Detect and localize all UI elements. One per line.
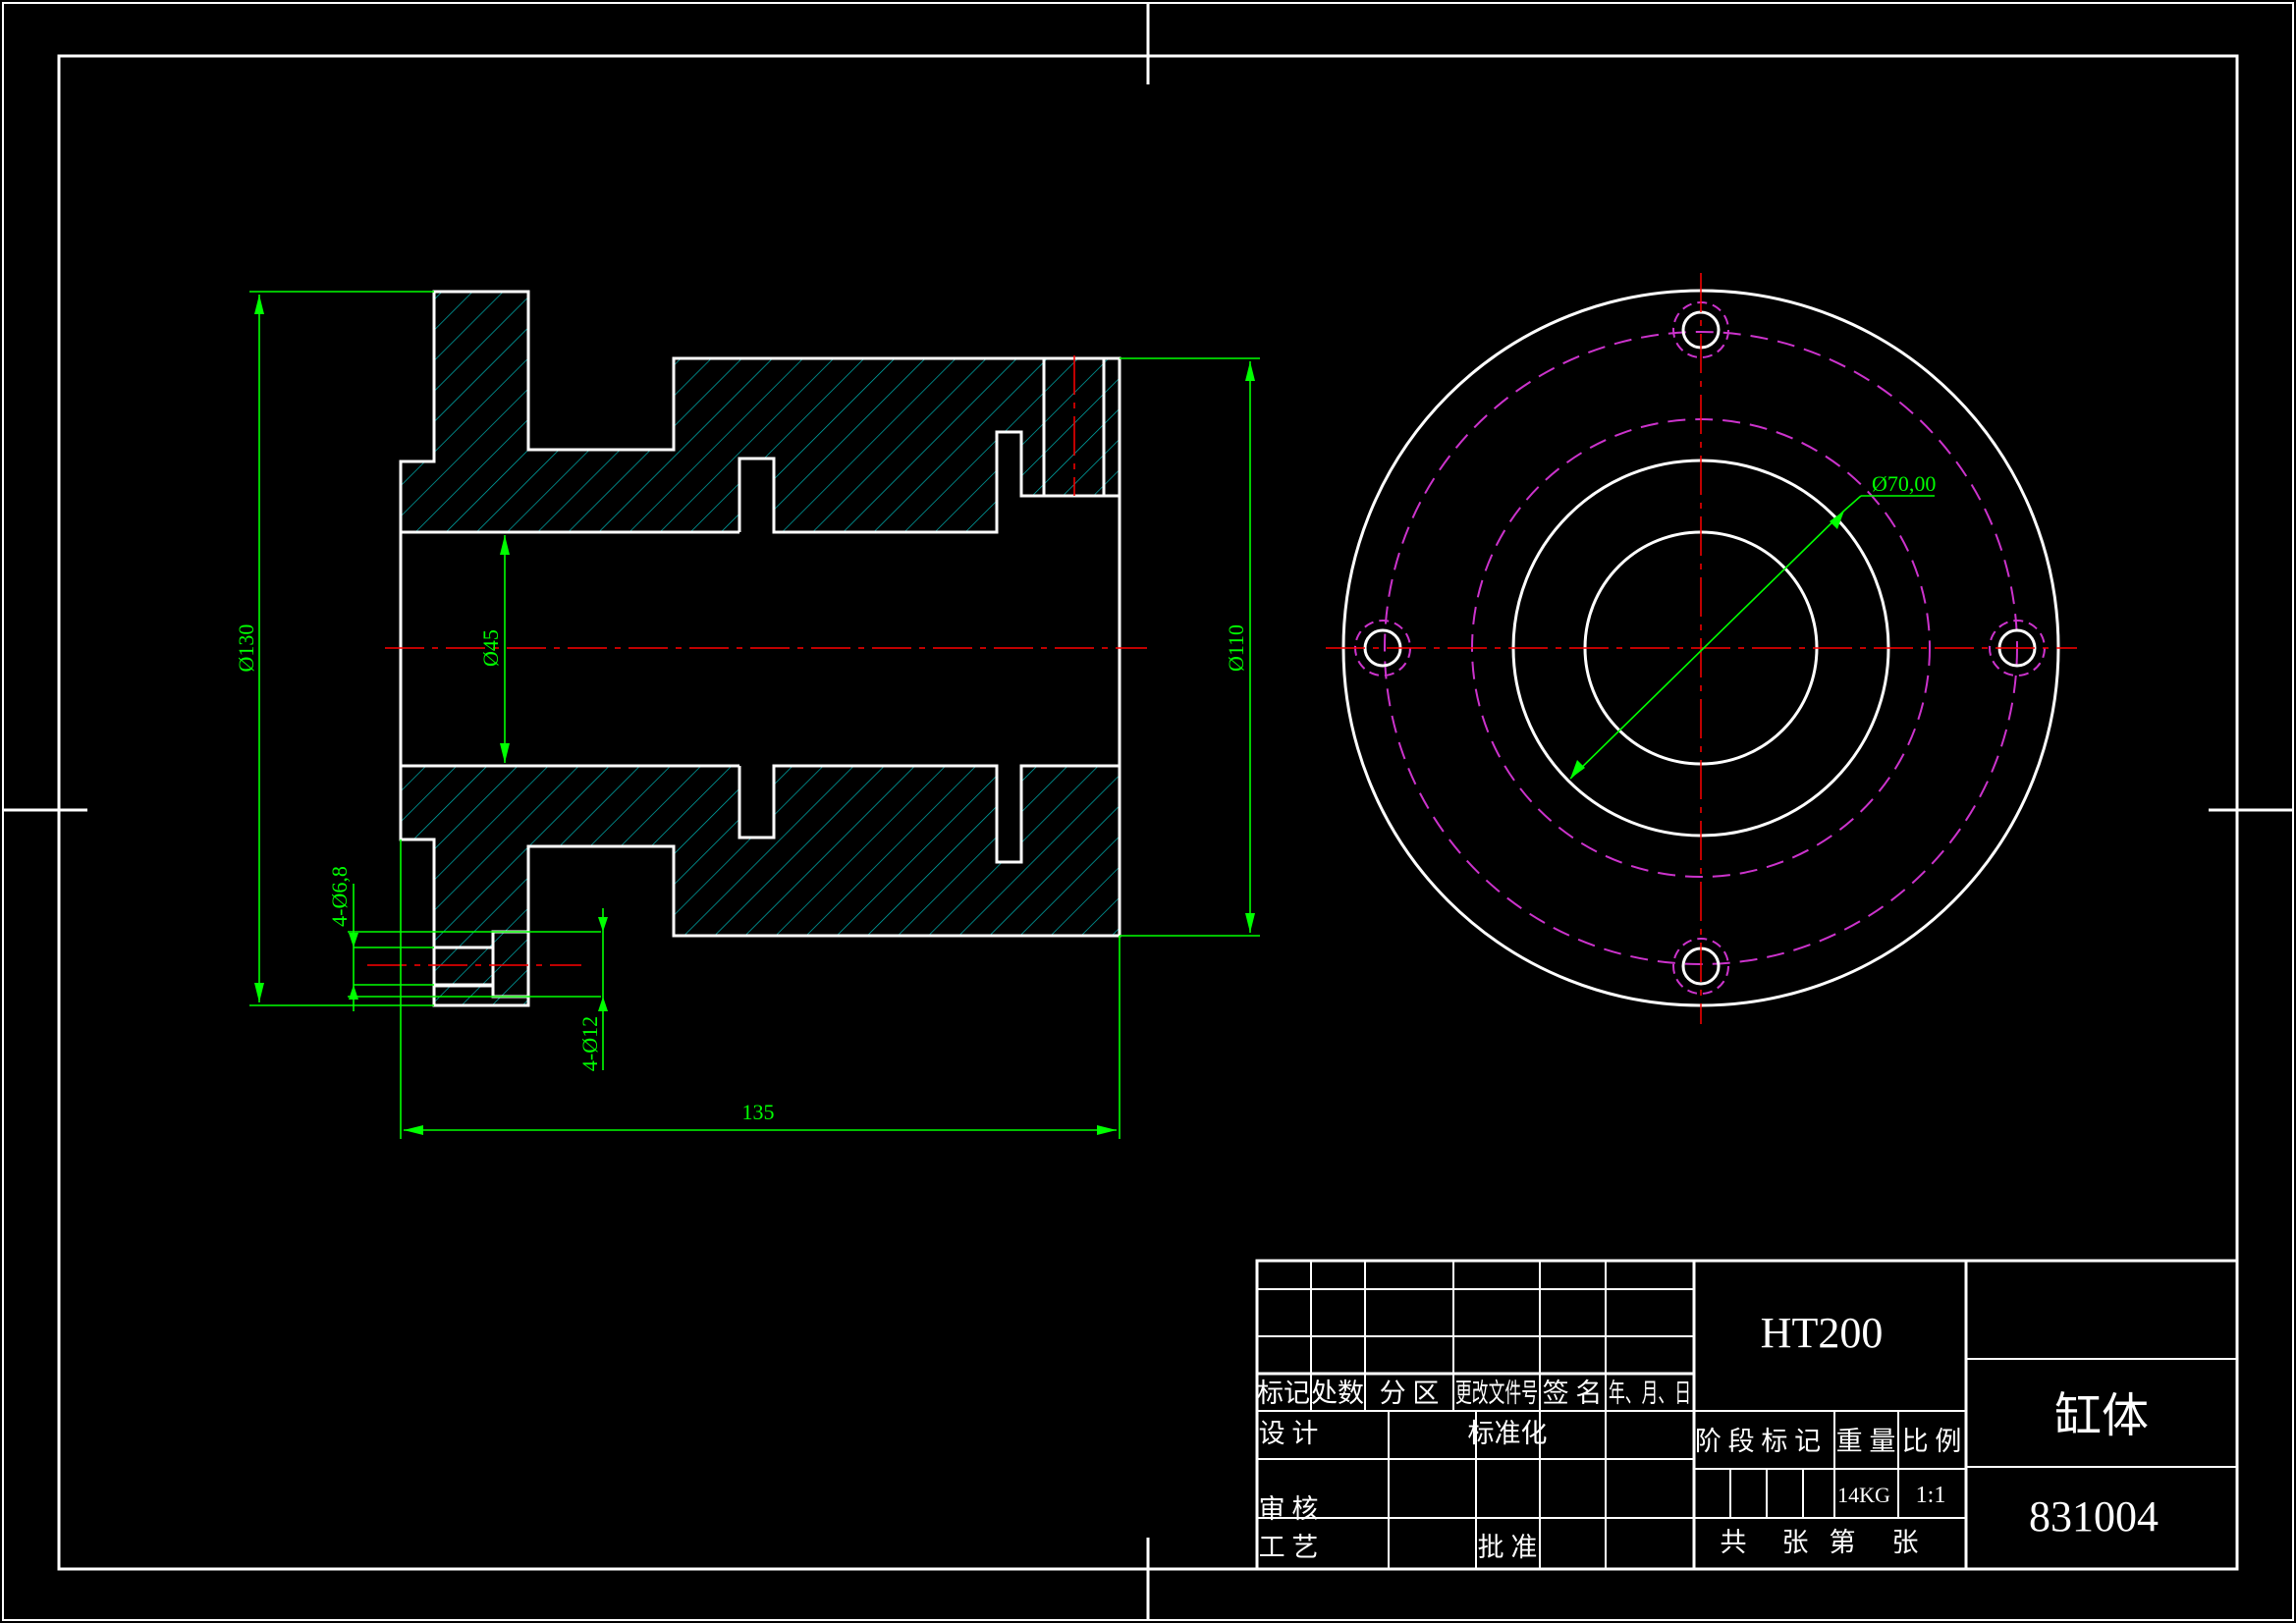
pitch-circle-dimension: Ø70,00 [1569,471,1936,780]
role-approve: 批 准 [1478,1533,1538,1562]
small-hole-label: 4-Ø6,8 [327,866,352,927]
scale-value: 1:1 [1916,1483,1946,1508]
role-process: 工 艺 [1259,1533,1319,1562]
body-diameter-label: Ø110 [1224,624,1248,672]
section-view: Ø130 Ø45 Ø110 135 4-Ø6,8 4-Ø12 [234,290,1260,1139]
header-signature: 签 名 [1543,1379,1603,1408]
material-label: HT200 [1761,1309,1884,1357]
title-block: 标记 处数 分 区 更改文件号 签 名 年、月、日 设 计 标准化 审 核 工 … [1255,1259,2239,1571]
scale-label: 比 例 [1902,1427,1962,1456]
drawing-number: 831004 [2029,1492,2159,1541]
header-mark: 标记 [1257,1379,1310,1408]
section-hatching [401,292,1120,1005]
sheet-total-label: 共 [1721,1528,1747,1557]
role-review: 审 核 [1259,1494,1319,1524]
title-block-grid [1255,1259,2239,1571]
length-label: 135 [742,1100,775,1124]
sheet-number-label: 第 [1830,1528,1856,1557]
bore-diameter-label: Ø45 [478,629,503,667]
centering-marks [3,3,2293,1620]
weight-value: 14KG [1837,1483,1890,1507]
end-view-centerlines [1326,273,2077,1024]
weight-label: 重 量 [1836,1427,1896,1456]
end-view: Ø70,00 [1326,273,2077,1024]
header-change-doc: 更改文件号 [1455,1379,1538,1408]
role-design: 设 计 [1259,1419,1319,1448]
section-dimensions [249,291,1260,1139]
header-count: 处数 [1311,1379,1364,1408]
part-name: 缸体 [2054,1390,2149,1442]
title-block-headers: 标记 处数 分 区 更改文件号 签 名 年、月、日 [1257,1379,1691,1408]
outer-diameter-label: Ø130 [234,624,258,673]
role-standardize: 标准化 [1468,1419,1548,1448]
stage-mark-label: 阶 段 标 记 [1695,1427,1821,1456]
sheet-count-row: 共 张 第 张 [1721,1528,1919,1557]
header-date: 年、月、日 [1609,1379,1691,1408]
sheet-unit-label-2: 张 [1892,1528,1919,1557]
pitch-circle-label: Ø70,00 [1872,471,1936,496]
header-zone: 分 区 [1380,1379,1440,1408]
section-centerlines [367,355,1147,966]
sheet-unit-label-1: 张 [1782,1528,1809,1557]
section-outline [399,290,1121,1007]
dimension-arrows [254,295,1255,1135]
counterbore-label: 4-Ø12 [577,1016,602,1071]
title-block-roles: 设 计 标准化 审 核 工 艺 批 准 [1259,1419,1548,1562]
